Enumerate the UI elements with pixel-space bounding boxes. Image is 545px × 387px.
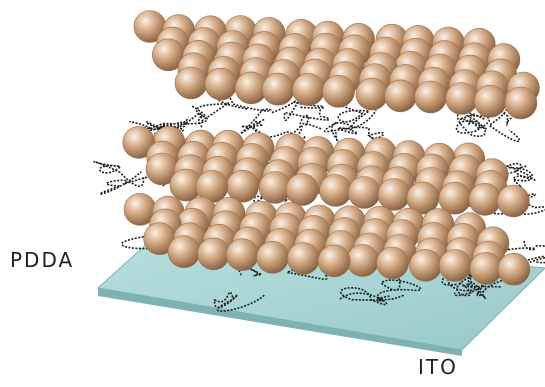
nanoparticle (497, 185, 529, 217)
polymer-chain (94, 162, 144, 187)
nanoparticle (378, 179, 410, 211)
nanoparticle (470, 252, 502, 284)
nanoparticle (474, 85, 506, 117)
nanoparticle (439, 250, 471, 282)
nanoparticle (446, 83, 478, 115)
nanoparticle (415, 81, 447, 113)
ito-label: ITO (418, 355, 458, 379)
nanoparticle (320, 175, 352, 207)
nanoparticle (205, 68, 237, 100)
nanoparticle (262, 73, 294, 105)
nanoparticle-layers (123, 11, 540, 286)
nanoparticle (168, 236, 200, 268)
nanoparticle (318, 245, 350, 277)
nanoparticle (385, 80, 417, 112)
nanoparticle (198, 238, 230, 270)
nanoparticle (293, 74, 325, 106)
nanoparticle (347, 245, 379, 277)
nanoparticle (410, 249, 442, 281)
nanoparticle (323, 75, 355, 107)
nanoparticle (257, 241, 289, 273)
nanoparticle (286, 174, 318, 206)
nanoparticle (348, 177, 380, 209)
nanoparticle (505, 87, 537, 119)
pdda-label: PDDA (10, 248, 74, 272)
nanoparticle (377, 247, 409, 279)
nanoparticle (226, 239, 258, 271)
nanoparticle (356, 78, 388, 110)
nanoparticle (469, 183, 501, 215)
nanoparticle (175, 67, 207, 99)
nanoparticle (287, 243, 319, 275)
nanoparticle (498, 253, 530, 285)
